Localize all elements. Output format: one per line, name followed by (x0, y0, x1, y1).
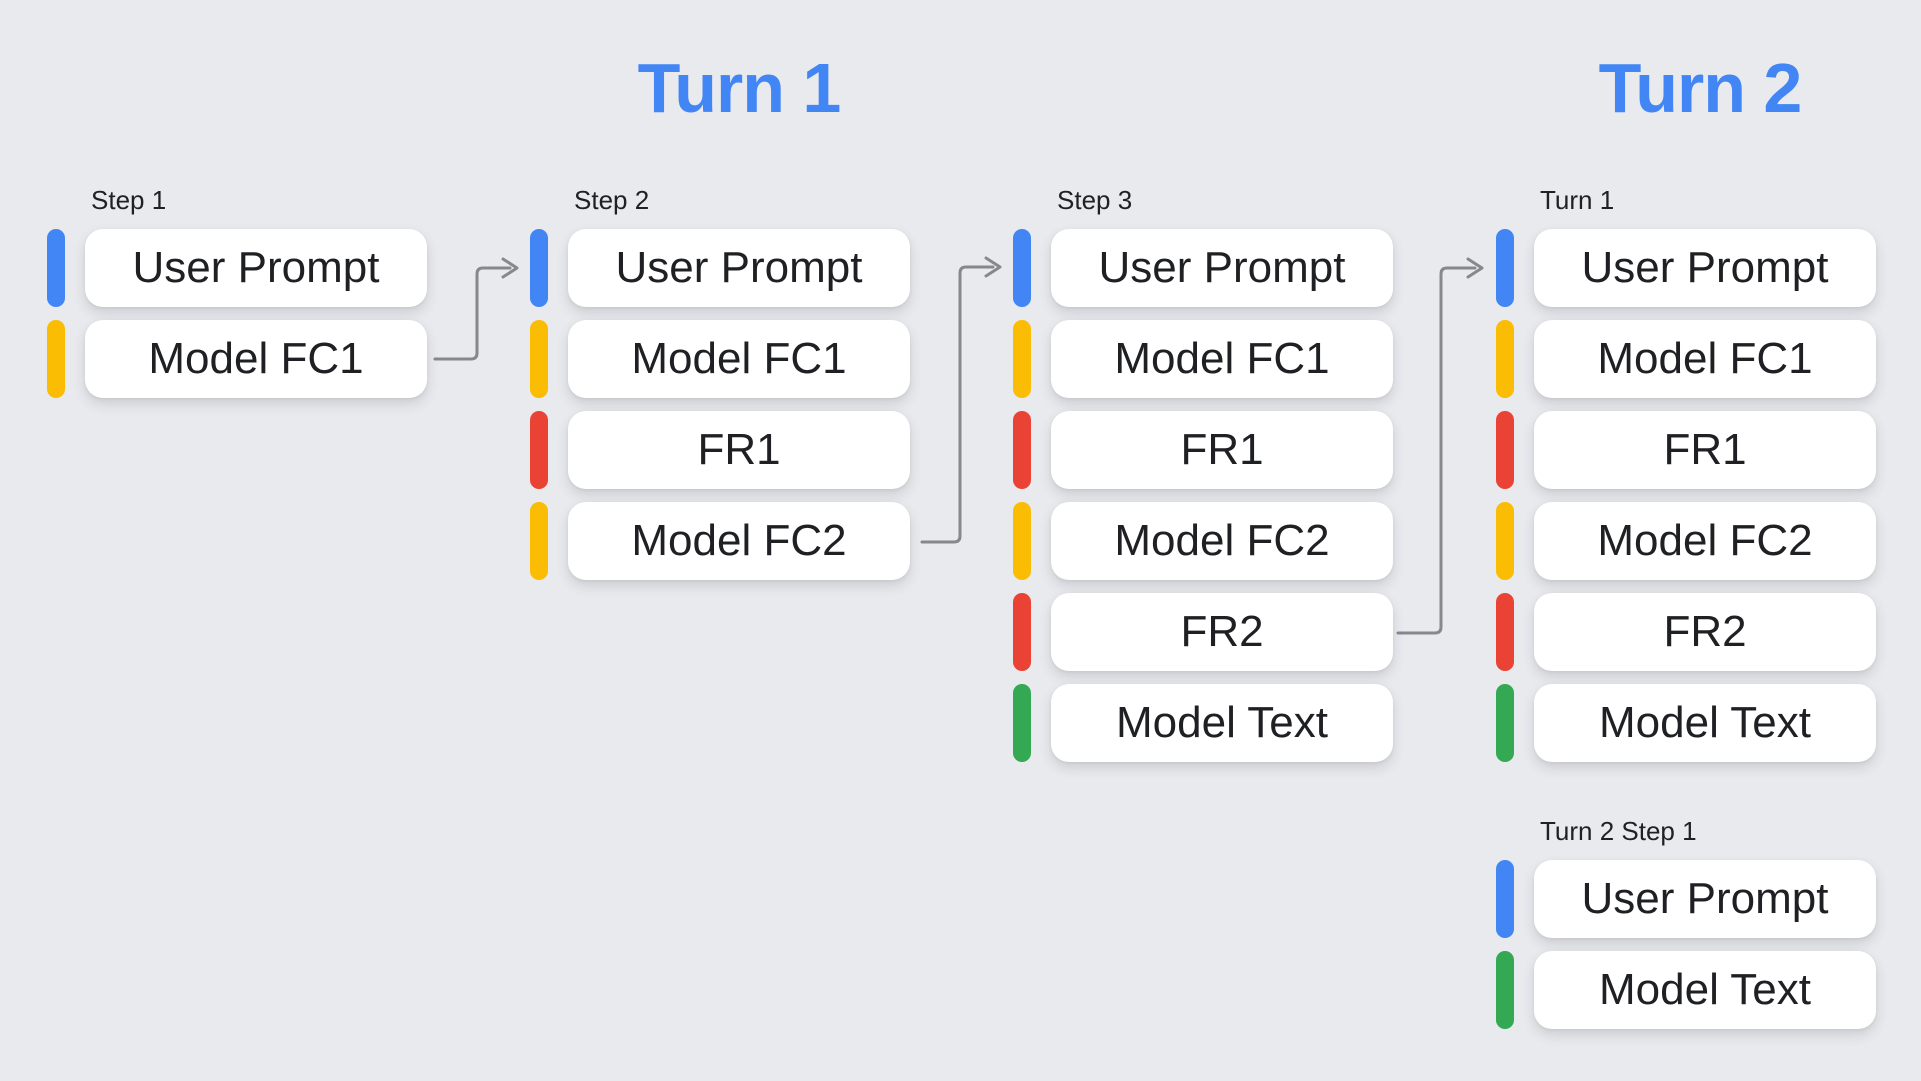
card-row: Model FC2 (1496, 502, 1876, 580)
card-model-fc1: Model FC1 (1051, 320, 1393, 398)
user-prompt-color-bar (1013, 229, 1031, 307)
turn-1-title: Turn 1 (637, 49, 842, 127)
card-fr1: FR1 (1534, 411, 1876, 489)
card-model-fc1: Model FC1 (85, 320, 427, 398)
turn-1-group: Turn 1 User Prompt Model FC1 FR1 Model F… (1496, 186, 1876, 775)
card-row: Model FC2 (1013, 502, 1393, 580)
connector-arrow-step2-to-step3 (920, 256, 1002, 544)
card-row: Model FC1 (530, 320, 910, 398)
group-label: Step 3 (1057, 185, 1133, 215)
card-row: Model FC2 (530, 502, 910, 580)
card-user-prompt: User Prompt (1534, 229, 1876, 307)
card-row: User Prompt (1496, 229, 1876, 307)
connector-arrow-step1-to-step2 (433, 257, 519, 361)
card-model-fc2: Model FC2 (568, 502, 910, 580)
card-row: FR1 (530, 411, 910, 489)
card-row: Model Text (1496, 951, 1876, 1029)
step-3-group: Step 3 User Prompt Model FC1 FR1 Model F… (1013, 186, 1393, 775)
card-row: Model Text (1496, 684, 1876, 762)
card-row: FR2 (1496, 593, 1876, 671)
card-model-fc2: Model FC2 (1534, 502, 1876, 580)
step-2-group: Step 2 User Prompt Model FC1 FR1 Model F… (530, 186, 910, 593)
model-fc1-color-bar (1496, 320, 1514, 398)
fr1-color-bar (530, 411, 548, 489)
card-user-prompt: User Prompt (1051, 229, 1393, 307)
model-fc2-color-bar (1496, 502, 1514, 580)
card-fr1: FR1 (1051, 411, 1393, 489)
card-model-text: Model Text (1534, 684, 1876, 762)
card-fr1: FR1 (568, 411, 910, 489)
model-text-color-bar (1013, 684, 1031, 762)
group-label: Step 1 (91, 185, 167, 215)
card-model-text: Model Text (1051, 684, 1393, 762)
card-row: Model Text (1013, 684, 1393, 762)
card-row: Model FC1 (1496, 320, 1876, 398)
fr1-color-bar (1013, 411, 1031, 489)
card-row: FR1 (1013, 411, 1393, 489)
fr1-color-bar (1496, 411, 1514, 489)
user-prompt-color-bar (1496, 860, 1514, 938)
user-prompt-color-bar (47, 229, 65, 307)
card-row: User Prompt (47, 229, 427, 307)
card-row: User Prompt (1013, 229, 1393, 307)
card-user-prompt: User Prompt (1534, 860, 1876, 938)
step-1-group: Step 1 User Prompt Model FC1 (47, 186, 427, 411)
card-fr2: FR2 (1534, 593, 1876, 671)
card-user-prompt: User Prompt (568, 229, 910, 307)
fr2-color-bar (1496, 593, 1514, 671)
group-label: Turn 2 Step 1 (1540, 816, 1697, 846)
card-row: User Prompt (1496, 860, 1876, 938)
fr2-color-bar (1013, 593, 1031, 671)
card-row: Model FC1 (47, 320, 427, 398)
user-prompt-color-bar (530, 229, 548, 307)
user-prompt-color-bar (1496, 229, 1514, 307)
model-fc2-color-bar (1013, 502, 1031, 580)
card-model-fc1: Model FC1 (1534, 320, 1876, 398)
card-row: FR2 (1013, 593, 1393, 671)
card-model-fc1: Model FC1 (568, 320, 910, 398)
turn-2-step-1-group: Turn 2 Step 1 User Prompt Model Text (1496, 817, 1876, 1042)
card-fr2: FR2 (1051, 593, 1393, 671)
model-fc1-color-bar (530, 320, 548, 398)
card-model-fc2: Model FC2 (1051, 502, 1393, 580)
model-text-color-bar (1496, 951, 1514, 1029)
card-model-text: Model Text (1534, 951, 1876, 1029)
model-fc1-color-bar (47, 320, 65, 398)
turn-2-title: Turn 2 (1598, 49, 1803, 127)
card-user-prompt: User Prompt (85, 229, 427, 307)
card-row: Model FC1 (1013, 320, 1393, 398)
card-row: User Prompt (530, 229, 910, 307)
model-fc2-color-bar (530, 502, 548, 580)
group-label: Turn 1 (1540, 185, 1615, 215)
group-label: Step 2 (574, 185, 650, 215)
card-row: FR1 (1496, 411, 1876, 489)
model-text-color-bar (1496, 684, 1514, 762)
connector-arrow-step3-to-turn1 (1396, 257, 1484, 635)
model-fc1-color-bar (1013, 320, 1031, 398)
